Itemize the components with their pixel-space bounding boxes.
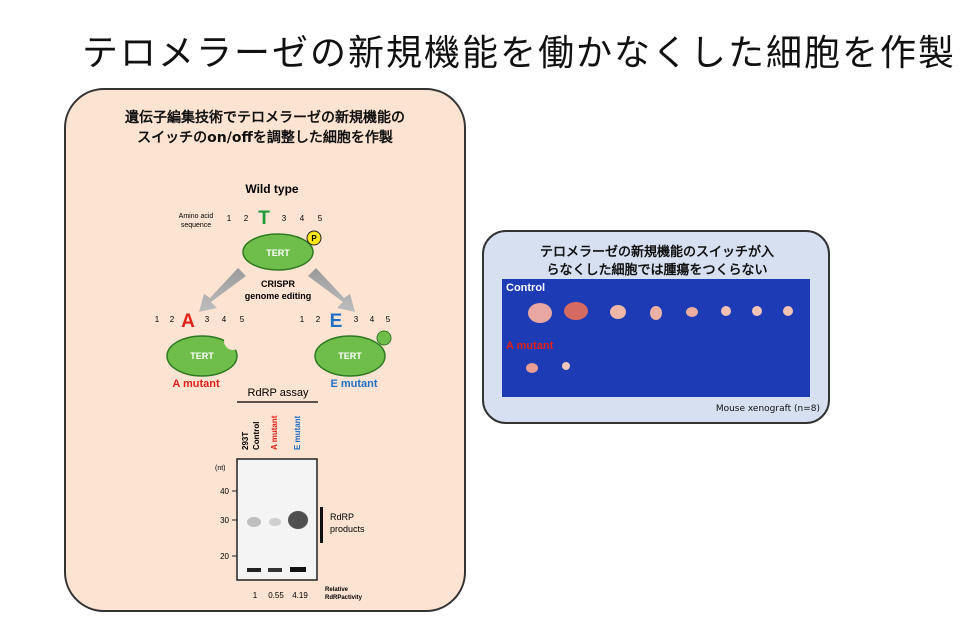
marker-30: 30 bbox=[220, 516, 229, 525]
e-seq-3: 3 bbox=[354, 315, 359, 324]
tumor-control-8 bbox=[783, 306, 793, 316]
phosphate-icon bbox=[306, 230, 322, 246]
wt-seq-t: T bbox=[258, 208, 270, 229]
tumor-a-mutant-2 bbox=[562, 362, 570, 370]
band-a-mutant-product bbox=[269, 518, 281, 526]
e-seq-e: E bbox=[330, 311, 343, 332]
crispr-label: CRISPR bbox=[261, 279, 296, 289]
band-e-mutant-bottom bbox=[290, 567, 306, 572]
wt-seq-4: 4 bbox=[300, 214, 305, 223]
e-mutant-bump bbox=[376, 330, 392, 346]
relative-value-e: 4.19 bbox=[292, 591, 308, 600]
tumor-control-5 bbox=[686, 307, 698, 317]
relative-label-line1: Relative bbox=[325, 587, 349, 593]
a-mutant-row-label: A mutant bbox=[506, 340, 554, 352]
wt-seq-5: 5 bbox=[318, 214, 323, 223]
wt-seq-3: 3 bbox=[282, 214, 287, 223]
band-e-mutant-product bbox=[288, 511, 308, 529]
a-seq-3: 3 bbox=[205, 315, 210, 324]
product-bracket bbox=[320, 507, 323, 543]
tumor-photo-drawing: Control A mutant bbox=[506, 282, 793, 373]
e-seq-1: 1 bbox=[300, 315, 305, 324]
a-mutant-tert-blob bbox=[166, 335, 238, 377]
e-seq-2: 2 bbox=[316, 315, 321, 324]
a-seq-2: 2 bbox=[170, 315, 175, 324]
band-control-product bbox=[247, 517, 261, 527]
wt-seq-1: 1 bbox=[227, 214, 232, 223]
left-heading-line1: 遺伝子編集技術でテロメラーゼの新規機能の bbox=[125, 110, 405, 126]
marker-20: 20 bbox=[220, 552, 229, 561]
assay-title: RdRP assay bbox=[248, 387, 309, 399]
left-arrow-icon bbox=[199, 268, 246, 312]
band-control-bottom bbox=[247, 568, 261, 572]
right-heading-line1: テロメラーゼの新規機能のスイッチが入 bbox=[539, 245, 774, 260]
a-seq-4: 4 bbox=[222, 315, 227, 324]
tumor-control-7 bbox=[752, 306, 762, 316]
wt-seq-2: 2 bbox=[244, 214, 249, 223]
wt-tert-label: TERT bbox=[266, 248, 290, 258]
a-mutant-label: A mutant bbox=[172, 378, 220, 390]
right-arrow-icon bbox=[308, 268, 355, 312]
phosphate-label: P bbox=[311, 234, 317, 243]
e-seq-4: 4 bbox=[370, 315, 375, 324]
genome-editing-label: genome editing bbox=[245, 291, 312, 301]
tumor-control-1 bbox=[528, 303, 552, 323]
control-row-label: Control bbox=[506, 282, 545, 294]
xenograft-photo: Control A mutant bbox=[502, 279, 810, 397]
a-mutant-tert-label: TERT bbox=[190, 351, 214, 361]
relative-value-control: 1 bbox=[253, 591, 258, 600]
left-diagram-panel: 遺伝子編集技術でテロメラーゼの新規機能の スイッチのon/offを調整した細胞を… bbox=[64, 88, 466, 612]
wild-type-label: Wild type bbox=[245, 182, 299, 196]
a-mutant-notch bbox=[224, 332, 242, 350]
a-seq-5: 5 bbox=[240, 315, 245, 324]
tumor-control-2 bbox=[564, 302, 588, 320]
page-title: テロメラーゼの新規機能を働かなくした細胞を作製 bbox=[82, 33, 957, 74]
a-seq-1: 1 bbox=[155, 315, 160, 324]
tert-mutation-diagram: Wild type Amino acid sequence 1 2 T 3 4 … bbox=[155, 182, 392, 601]
right-heading-line2: らなくした細胞では腫瘍をつくらない bbox=[546, 263, 768, 278]
lane-e-mutant-label: E mutant bbox=[293, 415, 302, 450]
right-panel-heading: テロメラーゼの新規機能のスイッチが入 らなくした細胞では腫瘍をつくらない bbox=[484, 244, 830, 280]
tumor-a-mutant-1 bbox=[526, 363, 538, 373]
right-xenograft-panel: テロメラーゼの新規機能のスイッチが入 らなくした細胞では腫瘍をつくらない Con… bbox=[482, 230, 830, 424]
lane-293t-label: 293T bbox=[241, 432, 250, 450]
e-seq-5: 5 bbox=[386, 315, 391, 324]
sequence-label: sequence bbox=[181, 222, 211, 229]
relative-label-line2: RdRPactivity bbox=[325, 595, 363, 601]
e-mutant-tert-label: TERT bbox=[338, 351, 362, 361]
products-label-line1: RdRP bbox=[330, 512, 354, 522]
tumor-control-4 bbox=[650, 306, 662, 320]
lane-a-mutant-label: A mutant bbox=[270, 415, 279, 450]
tumor-control-6 bbox=[721, 306, 731, 316]
left-heading-line2: スイッチのon/offを調整した細胞を作製 bbox=[137, 130, 393, 146]
relative-value-a: 0.55 bbox=[268, 591, 284, 600]
a-seq-a: A bbox=[181, 311, 195, 332]
wt-tert-blob bbox=[242, 233, 314, 271]
e-mutant-tert-blob bbox=[314, 335, 386, 377]
amino-acid-label: Amino acid bbox=[179, 213, 214, 220]
products-label-line2: products bbox=[330, 524, 365, 534]
e-mutant-label: E mutant bbox=[330, 378, 377, 390]
xenograft-caption: Mouse xenograft (n=8) bbox=[715, 404, 820, 414]
marker-40: 40 bbox=[220, 487, 229, 496]
band-a-mutant-bottom bbox=[268, 568, 282, 572]
nt-label: (nt) bbox=[215, 465, 226, 472]
tumor-control-3 bbox=[610, 305, 626, 319]
left-panel-heading: 遺伝子編集技術でテロメラーゼの新規機能の スイッチのon/offを調整した細胞を… bbox=[66, 108, 464, 148]
lane-control-label: Control bbox=[252, 422, 261, 450]
